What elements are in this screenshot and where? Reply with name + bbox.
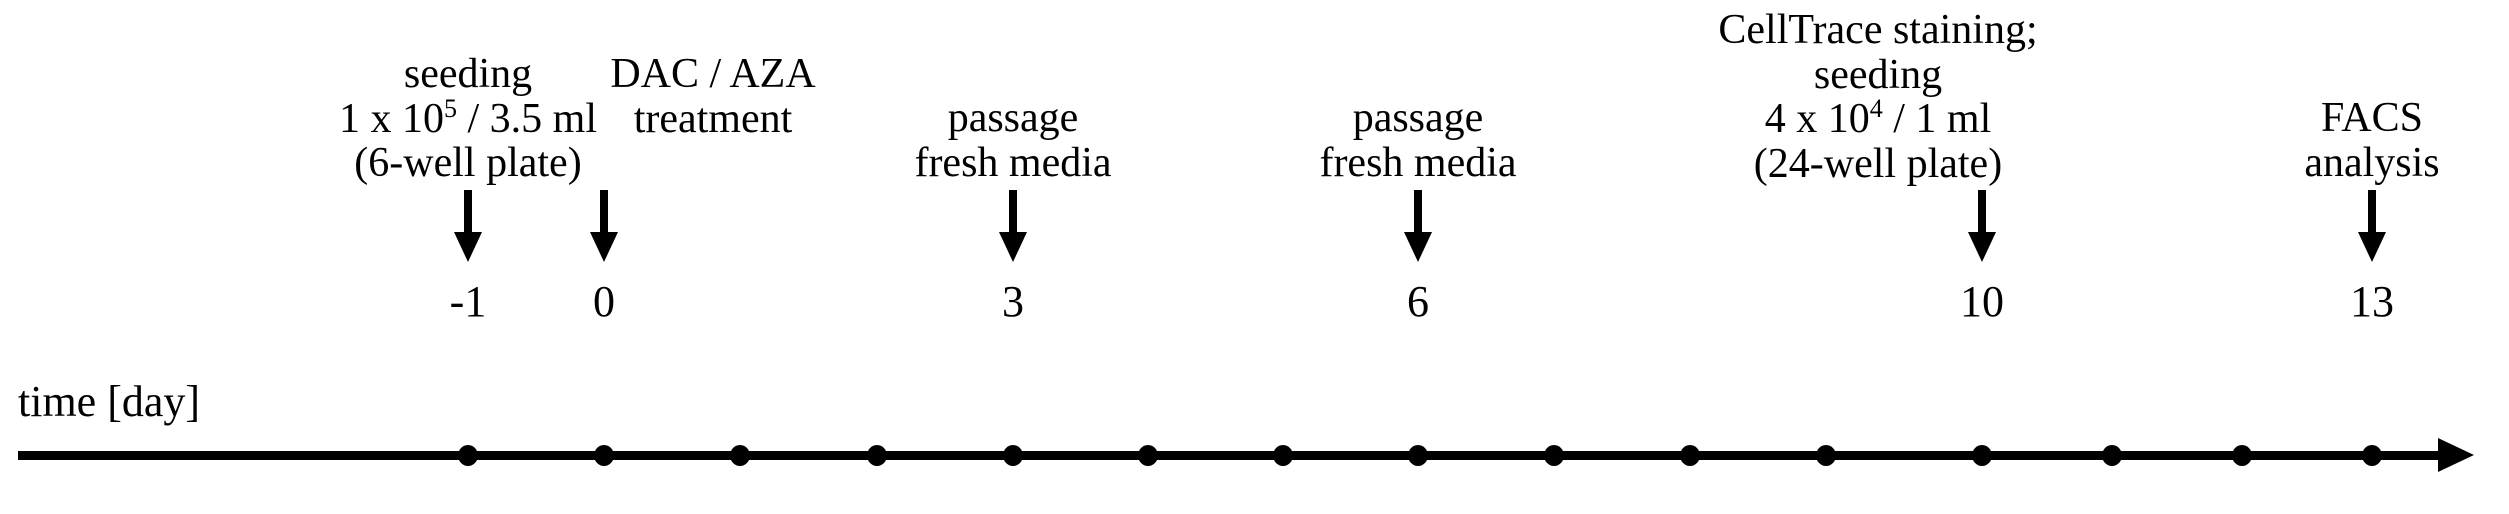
event-line-facs: FACS bbox=[2321, 95, 2423, 141]
tick-dot-day--1 bbox=[458, 445, 478, 466]
axis-caption-time-day: time [day] bbox=[18, 377, 201, 426]
day-number--1: -1 bbox=[449, 277, 487, 326]
arrow-shaft bbox=[600, 190, 608, 236]
tick-dot-day-3 bbox=[1003, 445, 1023, 466]
event-line-seeding: seeding bbox=[403, 51, 533, 97]
event-label-day-3: passage fresh media bbox=[914, 96, 1111, 185]
day-number-0: 0 bbox=[593, 277, 615, 326]
tick-dot-day-12 bbox=[2232, 445, 2252, 466]
arrow-shaft bbox=[464, 190, 472, 236]
arrow-shaft bbox=[2368, 190, 2376, 236]
day-number-10: 10 bbox=[1960, 277, 2004, 326]
event-line-cell-density: 1 x 105 / 3.5 ml bbox=[338, 93, 598, 142]
event-label-day--1: seeding 1 x 105 / 3.5 ml (6-well plate) bbox=[339, 52, 597, 186]
exponent-5: 5 bbox=[443, 93, 457, 123]
arrow-head bbox=[454, 232, 482, 262]
arrow-head bbox=[2358, 232, 2386, 262]
event-arrow-day-0 bbox=[590, 190, 618, 262]
event-arrow-day--1 bbox=[454, 190, 482, 262]
arrow-shaft bbox=[1009, 190, 1017, 236]
event-arrow-day-13 bbox=[2358, 190, 2386, 262]
tick-dot-day-1 bbox=[730, 445, 750, 466]
event-arrow-day-3 bbox=[999, 190, 1027, 262]
event-line-cell-density: 4 x 104 / 1 ml bbox=[1764, 94, 1992, 143]
tick-dot-day-8 bbox=[1680, 445, 1700, 466]
tick-dot-day-13 bbox=[2362, 445, 2382, 466]
event-label-day-10: CellTrace staining; seeding 4 x 104 / 1 … bbox=[1718, 8, 2037, 186]
event-label-day-13: FACS analysis bbox=[2304, 96, 2439, 185]
arrow-head bbox=[590, 232, 618, 262]
day-number-3: 3 bbox=[1002, 277, 1024, 326]
tick-dot-day-11 bbox=[2102, 445, 2122, 466]
tick-dot-day-9 bbox=[1816, 445, 1836, 466]
event-line-analysis: analysis bbox=[2304, 139, 2440, 186]
exponent-4: 4 bbox=[1869, 94, 1883, 124]
tick-dot-day-2 bbox=[867, 445, 887, 466]
day-number-13: 13 bbox=[2350, 277, 2394, 326]
tick-dot-day-10 bbox=[1972, 445, 1992, 466]
event-label-day-0: DAC / AZA treatment bbox=[610, 52, 815, 141]
event-line-plate-format: (6-well plate) bbox=[354, 140, 582, 187]
event-arrow-day-10 bbox=[1968, 190, 1996, 262]
event-line-fresh-media: fresh media bbox=[1319, 139, 1517, 186]
timeline-axis-line bbox=[18, 451, 2440, 460]
tick-dot-day-7 bbox=[1544, 445, 1564, 466]
event-line-passage: passage bbox=[947, 95, 1079, 141]
event-arrow-day-6 bbox=[1404, 190, 1432, 262]
tick-dot-day-0 bbox=[594, 445, 614, 466]
arrow-shaft bbox=[1414, 190, 1422, 236]
event-line-plate-format: (24-well plate) bbox=[1753, 140, 2003, 187]
arrow-head bbox=[999, 232, 1027, 262]
arrow-head bbox=[1968, 232, 1996, 262]
arrow-shaft bbox=[1978, 190, 1986, 236]
event-line-passage: passage bbox=[1352, 95, 1484, 141]
event-line-celltrace-staining: CellTrace staining; bbox=[1718, 7, 2038, 53]
tick-dot-day-5 bbox=[1273, 445, 1293, 466]
event-line-seeding: seeding bbox=[1813, 51, 1943, 98]
arrow-head bbox=[1404, 232, 1432, 262]
event-line-treatment: treatment bbox=[633, 95, 793, 142]
timeline-axis-arrow-icon bbox=[2438, 438, 2474, 472]
event-line-dac-aza: DAC / AZA bbox=[610, 51, 816, 97]
tick-dot-day-4 bbox=[1138, 445, 1158, 466]
tick-dot-day-6 bbox=[1408, 445, 1428, 466]
day-number-6: 6 bbox=[1407, 277, 1429, 326]
event-label-day-6: passage fresh media bbox=[1319, 96, 1516, 185]
event-line-fresh-media: fresh media bbox=[914, 139, 1112, 186]
